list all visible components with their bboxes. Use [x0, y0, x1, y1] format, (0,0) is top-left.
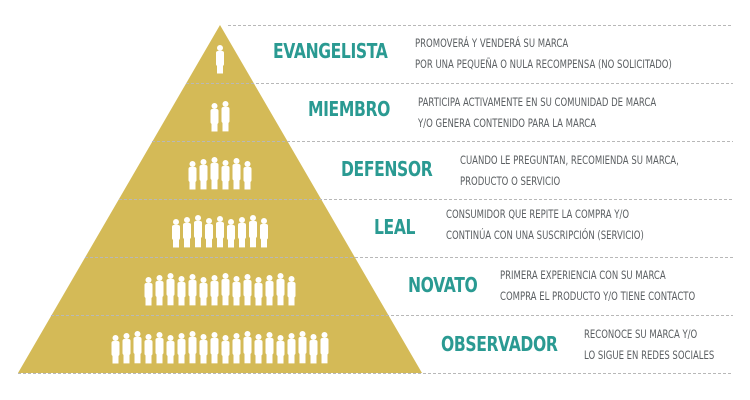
- person-icon: [221, 160, 230, 190]
- level-defensor: DEFENSOR CUANDO LE PREGUNTAN, RECOMIENDA…: [0, 141, 750, 199]
- person-icon: [155, 275, 164, 306]
- person-icon: [243, 274, 252, 306]
- level-title: NOVATO: [408, 273, 478, 297]
- person-icon: [216, 216, 224, 248]
- person-icon: [177, 333, 186, 364]
- person-icon: [221, 101, 230, 132]
- person-icon: [172, 219, 180, 248]
- person-icon: [122, 333, 131, 364]
- person-icon: [144, 334, 153, 364]
- person-icon: [177, 276, 186, 306]
- person-icon: [298, 331, 307, 364]
- person-icon: [133, 331, 142, 364]
- person-icon: [309, 334, 318, 364]
- person-icon: [199, 159, 208, 190]
- person-icon: [188, 331, 197, 364]
- person-icon: [221, 335, 230, 364]
- level-evangelista: EVANGELISTA PROMOVERÁ Y VENDERÁ SU MARCA…: [0, 25, 750, 83]
- person-icon: [199, 334, 208, 364]
- person-icon: [232, 333, 241, 364]
- level-description: CUANDO LE PREGUNTAN, RECOMIENDA SU MARCA…: [460, 153, 679, 188]
- people-silhouettes: [111, 45, 329, 364]
- person-icon: [221, 273, 230, 306]
- person-icon: [188, 274, 197, 306]
- person-icon: [205, 218, 213, 248]
- level-miembro: MIEMBRO PARTICIPA ACTIVAMENTE EN SU COMU…: [0, 83, 750, 141]
- level-observador: OBSERVADOR RECONOCE SU MARCA Y/O LO SIGU…: [0, 315, 750, 373]
- level-leal: LEAL CONSUMIDOR QUE REPITE LA COMPRA Y/O…: [0, 199, 750, 257]
- person-icon: [166, 273, 175, 306]
- person-icon: [243, 331, 252, 364]
- person-icon: [210, 103, 219, 132]
- person-icon: [249, 215, 257, 248]
- level-title: EVANGELISTA: [273, 39, 388, 63]
- person-icon: [238, 217, 246, 248]
- level-description: PARTICIPA ACTIVAMENTE EN SU COMUNIDAD DE…: [418, 95, 657, 130]
- person-icon: [183, 217, 191, 248]
- person-icon: [265, 332, 274, 364]
- level-title: OBSERVADOR: [441, 332, 558, 356]
- person-icon: [276, 335, 285, 364]
- person-icon: [194, 215, 202, 248]
- person-icon: [254, 277, 263, 306]
- person-icon: [199, 277, 208, 306]
- person-icon: [320, 332, 329, 364]
- person-icon: [210, 157, 219, 190]
- divider-lines: [18, 25, 733, 374]
- person-icon: [232, 276, 241, 306]
- person-icon: [144, 277, 153, 306]
- level-title: DEFENSOR: [341, 157, 433, 181]
- person-icon: [243, 161, 252, 190]
- person-icon: [210, 332, 219, 364]
- level-title: MIEMBRO: [308, 97, 390, 121]
- person-icon: [265, 275, 274, 306]
- level-title: LEAL: [374, 215, 416, 239]
- person-icon: [276, 273, 285, 306]
- level-description: PRIMERA EXPERIENCIA CON SU MARCA COMPRA …: [500, 268, 696, 303]
- person-icon: [232, 158, 241, 190]
- person-icon: [188, 161, 197, 190]
- person-icon: [287, 276, 296, 306]
- person-icon: [210, 275, 219, 306]
- person-icon: [227, 219, 235, 248]
- person-icon: [216, 45, 224, 74]
- person-icon: [254, 334, 263, 364]
- person-icon: [260, 218, 268, 248]
- person-icon: [111, 335, 120, 364]
- level-description: CONSUMIDOR QUE REPITE LA COMPRA Y/O CONT…: [446, 207, 644, 242]
- person-icon: [166, 335, 175, 364]
- person-icon: [155, 332, 164, 364]
- level-description: RECONOCE SU MARCA Y/O LO SIGUE EN REDES …: [584, 327, 715, 362]
- level-description: PROMOVERÁ Y VENDERÁ SU MARCA POR UNA PEQ…: [415, 36, 672, 71]
- person-icon: [287, 333, 296, 364]
- level-novato: NOVATO PRIMERA EXPERIENCIA CON SU MARCA …: [0, 257, 750, 315]
